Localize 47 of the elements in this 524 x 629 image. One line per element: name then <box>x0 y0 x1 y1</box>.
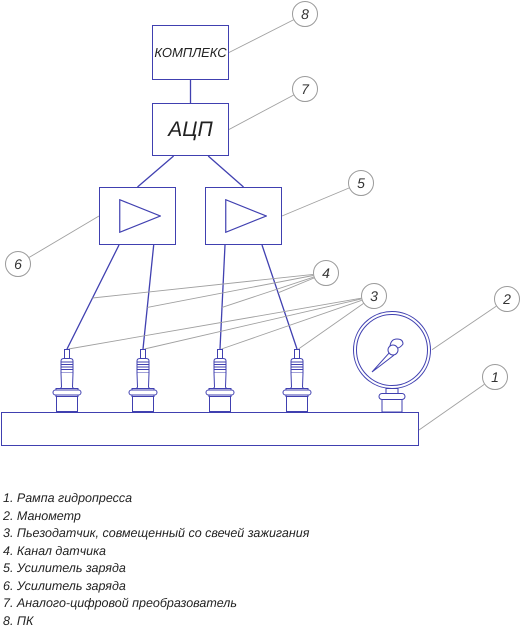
leader-line <box>92 274 314 298</box>
leader-line <box>228 19 294 53</box>
spark-plug-sensor <box>128 349 158 412</box>
parts-list-entry: 6. Усилитель заряда <box>3 578 126 594</box>
connection-line <box>137 156 174 188</box>
leader-line <box>432 306 497 350</box>
connection-line <box>208 156 244 188</box>
parts-list-entry: 8. ПК <box>3 614 34 628</box>
callout-number: 6 <box>5 251 31 277</box>
connection-line <box>142 244 154 350</box>
connection-line <box>190 80 192 103</box>
leader-line <box>146 275 314 308</box>
leader-line <box>68 298 362 350</box>
parts-list-entry: 5. Усилитель заряда <box>3 561 126 576</box>
adc-block: АЦП <box>152 103 229 156</box>
callout-number: 4 <box>313 260 339 286</box>
spark-plug-sensor <box>52 349 82 412</box>
leader-line <box>298 303 364 350</box>
connection-line <box>66 244 120 350</box>
connection-line <box>261 244 298 350</box>
leader-line <box>228 94 294 130</box>
connection-line <box>219 244 226 350</box>
leader-line <box>28 216 100 258</box>
parts-list-entry: 7. Аналого-цифровой преобразователь <box>3 596 237 611</box>
callout-number: 8 <box>292 1 318 27</box>
parts-list-entry: 1. Рампа гидропресса <box>3 491 132 506</box>
leader-line <box>282 188 350 216</box>
callout-number: 3 <box>361 283 387 309</box>
leader-line <box>144 298 362 350</box>
leader-line <box>221 300 362 350</box>
ramp-block <box>1 412 419 446</box>
callout-number: 2 <box>494 286 520 312</box>
parts-list-entry: 3. Пьезодатчик, совмещенный со свечей зажигания <box>3 526 310 541</box>
callout-number: 5 <box>348 170 374 196</box>
spark-plug-sensor <box>205 349 235 412</box>
callout-number: 7 <box>292 76 318 102</box>
leader-line <box>222 276 314 308</box>
parts-list-entry: 4. Канал датчика <box>3 544 106 558</box>
parts-list-entry: 2. Манометр <box>3 508 81 524</box>
leader-line <box>418 384 485 430</box>
leader-line <box>278 278 314 294</box>
pressure-gauge <box>352 310 432 412</box>
spark-plug-sensor <box>282 349 312 412</box>
amplifier-block <box>99 187 176 245</box>
amplifier-block <box>205 187 282 245</box>
callout-number: 1 <box>482 364 508 390</box>
pc-block: КОМПЛЕКС <box>152 25 229 80</box>
